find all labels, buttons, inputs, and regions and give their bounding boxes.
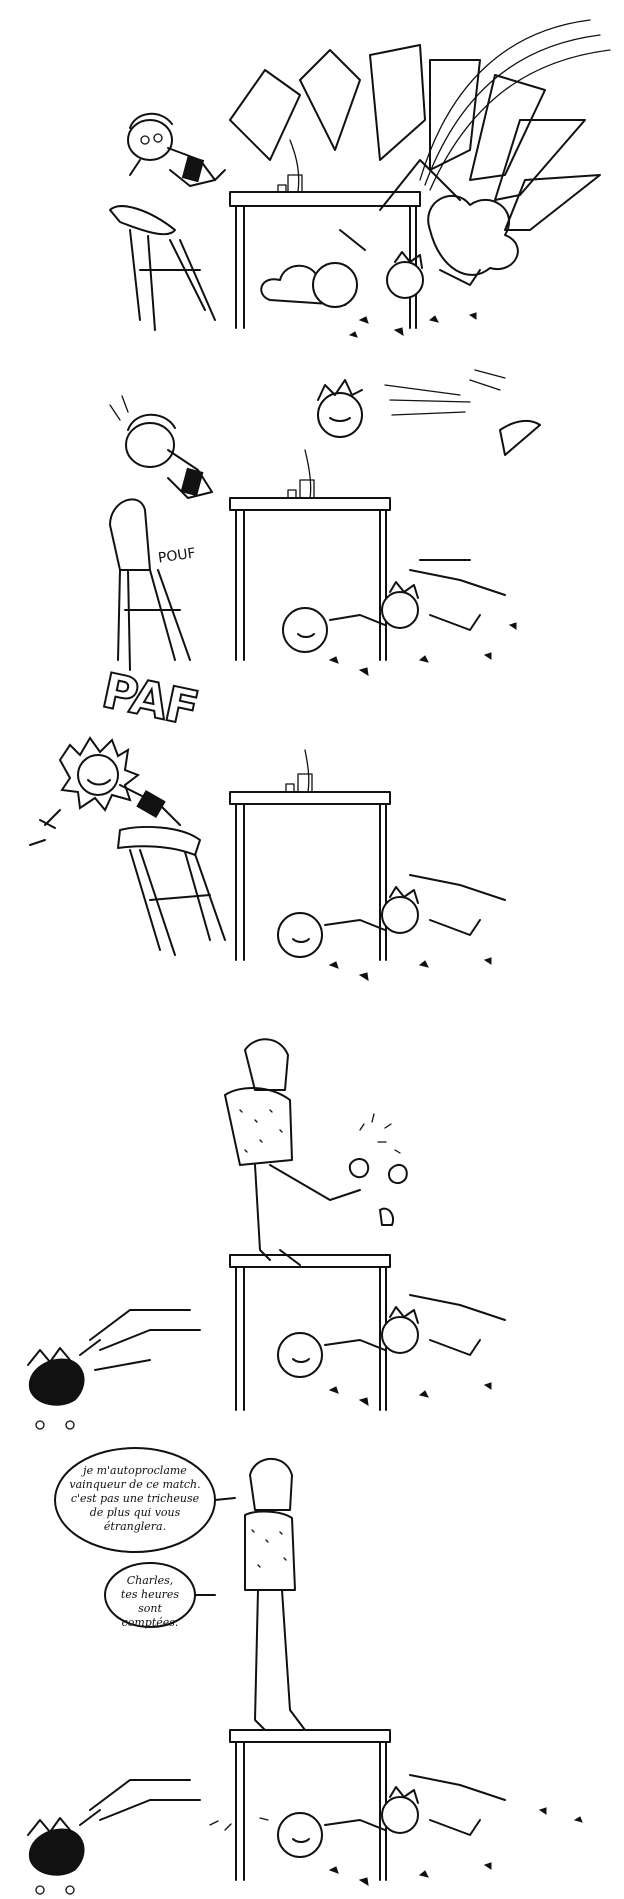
flying-head xyxy=(317,379,363,438)
speech-line: étranglera. xyxy=(103,1520,167,1533)
fallen-characters xyxy=(312,159,481,308)
panel-5 xyxy=(27,1447,583,1895)
chair xyxy=(109,205,216,331)
fallen-characters xyxy=(277,1294,506,1378)
debris xyxy=(209,1807,583,1886)
speech-bubble-2-text: Charles, tes heures sont comptées. xyxy=(110,1574,190,1630)
speech-line: sont comptées. xyxy=(121,1602,179,1629)
speech-line: je m'autoproclame xyxy=(83,1464,187,1477)
knocked-out-character xyxy=(27,1309,201,1430)
chair xyxy=(109,498,191,671)
debris xyxy=(348,312,477,338)
table xyxy=(229,1729,391,1881)
debris xyxy=(328,622,517,676)
table xyxy=(229,1254,391,1411)
speech-line: tes heures xyxy=(120,1588,180,1601)
speech-bubble-1-text: je m'autoproclame vainqueur de ce match.… xyxy=(68,1464,202,1534)
fallen-characters xyxy=(277,1774,506,1858)
kicked-character xyxy=(29,736,181,846)
flying-character xyxy=(127,113,226,187)
fallen-characters xyxy=(277,874,506,958)
panel-3 xyxy=(29,736,506,981)
victor-character xyxy=(244,1457,306,1731)
panel-2 xyxy=(109,369,541,676)
panel-1 xyxy=(109,19,611,338)
speech-line: de plus qui vous xyxy=(89,1506,181,1519)
speed-lines xyxy=(384,369,541,456)
speed-burst xyxy=(229,19,611,231)
speech-line: vainqueur de ce match. xyxy=(69,1478,201,1491)
debris xyxy=(328,1382,492,1406)
fallen-characters xyxy=(282,559,506,653)
speech-bubble-1 xyxy=(54,1447,236,1553)
speech-line: Charles, xyxy=(126,1574,174,1587)
splash xyxy=(348,1113,408,1226)
falling-chair xyxy=(117,826,226,956)
knocked-out-character xyxy=(27,1779,201,1895)
table xyxy=(229,449,391,661)
speech-line: c'est pas une tricheuse xyxy=(70,1492,200,1505)
panel-4 xyxy=(27,1038,506,1430)
speech-bubble-2 xyxy=(104,1562,216,1628)
standing-kicker xyxy=(224,1038,361,1266)
debris xyxy=(328,957,492,981)
table xyxy=(229,749,391,961)
bouncing-character xyxy=(109,395,213,499)
